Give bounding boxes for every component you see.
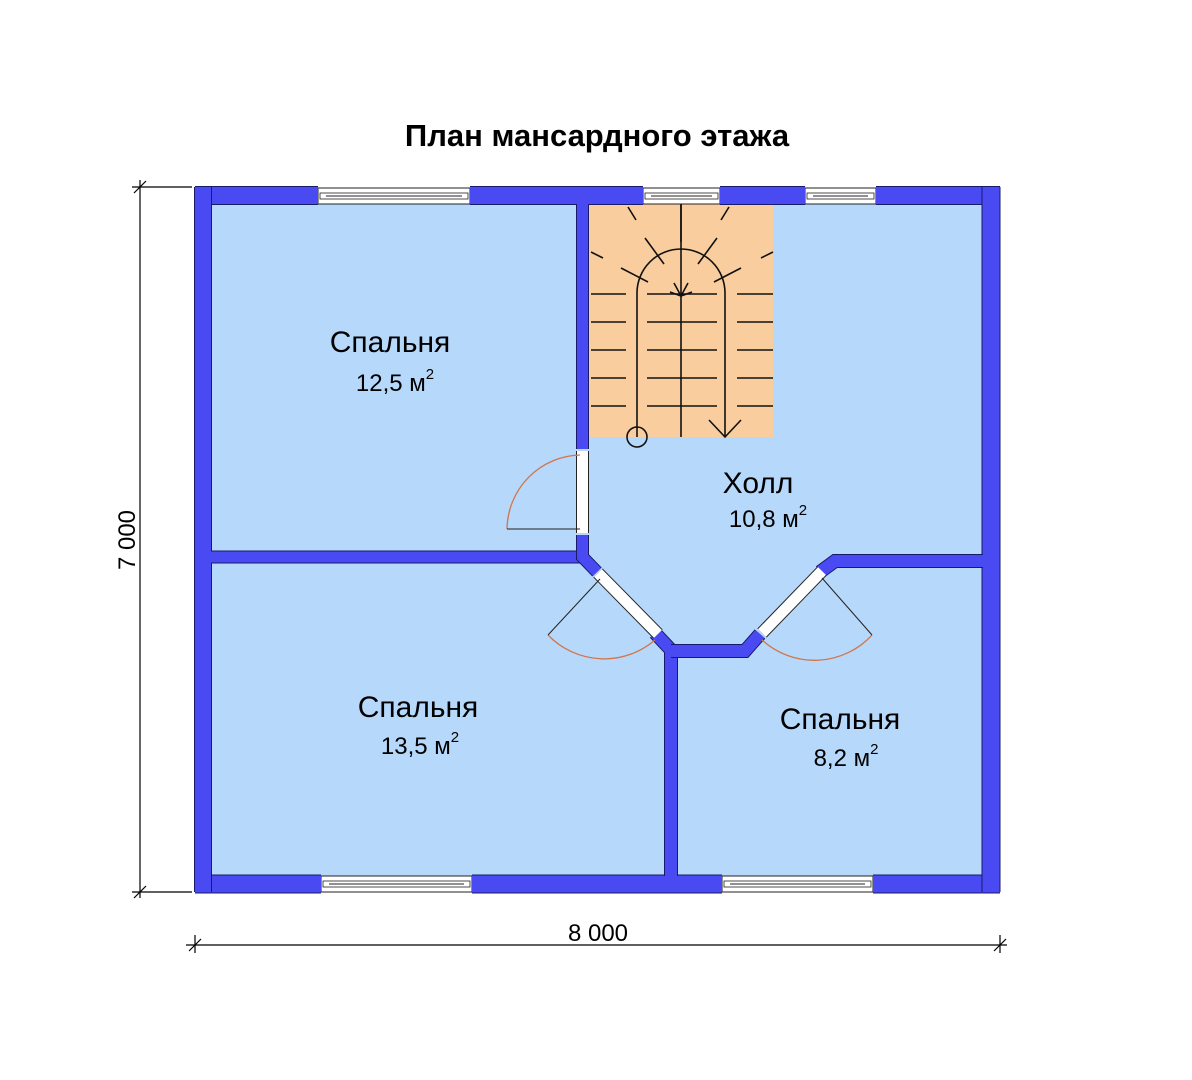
height-dimension: 7 000 [114,509,141,571]
room-name: Спальня [357,691,479,724]
staircase [589,204,774,448]
room-name: Холл [722,467,794,500]
door-leaf [758,567,826,637]
wall [816,555,983,577]
door-swing-line [547,578,601,636]
stair-winder [720,206,730,221]
window-sash [644,192,719,200]
stair-winder [590,251,604,259]
room-area: 13,5 м2 [380,729,460,760]
window-sash [322,880,471,888]
doors [506,451,873,661]
stair-winder [697,237,718,265]
door-swing-arc [547,634,656,660]
window-sash [723,880,872,888]
stair-winder [620,267,649,283]
room-area: 10,8 м2 [728,502,808,533]
stair-winder [627,206,637,221]
door-swing-arc [761,634,873,661]
stair-winder [644,237,665,265]
room-area: 12,5 м2 [355,366,435,397]
page-title: План мансардного этажа [404,118,790,153]
stair-winder [760,251,774,259]
wall [671,630,765,657]
dimension-lines [132,180,1007,953]
window-sash [806,192,875,200]
walls [194,186,1001,894]
room-name: Спальня [779,703,901,736]
door-swing-line [821,577,873,636]
stair-winder [713,267,742,283]
width-dimension: 8 000 [567,920,629,947]
room-name: Спальня [329,326,451,359]
room-area: 8,2 м2 [813,741,879,772]
door-leaf [594,569,662,638]
window-sash [319,192,469,200]
wall [577,535,601,576]
door-swing-arc [506,454,581,530]
